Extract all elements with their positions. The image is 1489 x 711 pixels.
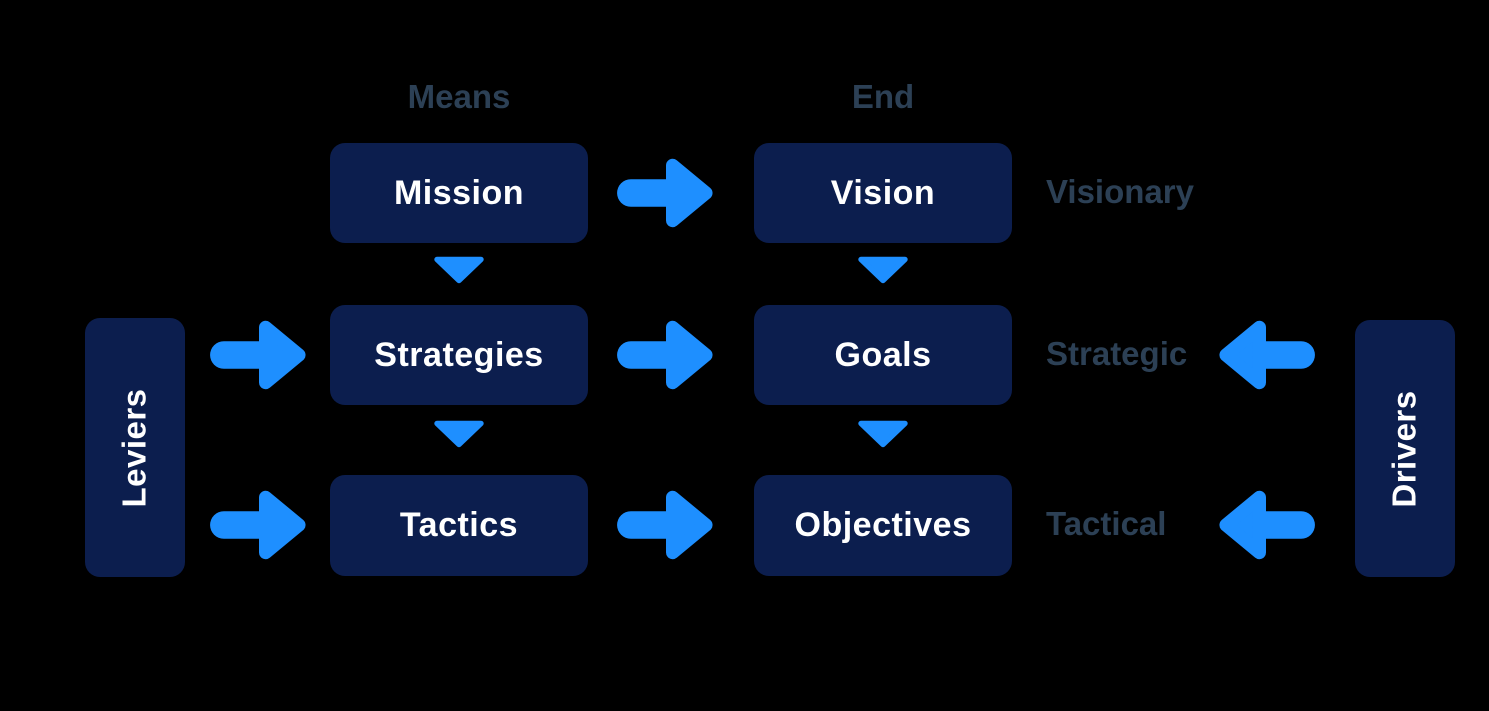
arrow-vision-down — [852, 255, 914, 285]
arrow-right-icon — [210, 490, 306, 560]
box-drivers: Drivers — [1355, 320, 1455, 577]
arrow-drivers-to-objectives — [1212, 487, 1320, 563]
arrow-leviers-to-tactics — [205, 487, 313, 563]
arrow-right-icon — [617, 320, 713, 390]
box-goals-label: Goals — [834, 335, 932, 374]
arrow-strategies-to-goals — [612, 317, 720, 393]
box-goals: Goals — [754, 305, 1012, 405]
box-tactics-label: Tactics — [399, 506, 519, 544]
box-vision: Vision — [754, 143, 1012, 243]
box-mission: Mission — [330, 143, 588, 243]
column-header-means: Means — [407, 78, 511, 115]
arrow-left-icon — [1219, 490, 1315, 560]
box-strategies: Strategies — [330, 305, 588, 405]
arrow-right-icon — [617, 490, 713, 560]
triangle-down-icon — [434, 420, 484, 448]
box-objectives: Objectives — [754, 475, 1012, 576]
arrow-goals-down — [852, 419, 914, 449]
box-mission-label: Mission — [393, 173, 525, 212]
arrow-mission-down — [428, 255, 490, 285]
level-label-visionary: Visionary — [1046, 173, 1194, 210]
arrow-leviers-to-strategies — [205, 317, 313, 393]
arrow-right-icon — [210, 320, 306, 390]
box-drivers-label: Drivers — [1386, 389, 1423, 508]
arrow-mission-to-vision — [612, 155, 720, 231]
box-leviers: Leviers — [85, 318, 185, 577]
box-vision-label: Vision — [830, 173, 936, 212]
box-tactics: Tactics — [330, 475, 588, 576]
triangle-down-icon — [434, 256, 484, 284]
level-label-strategic: Strategic — [1046, 335, 1188, 372]
triangle-down-icon — [858, 256, 908, 284]
arrow-tactics-to-objectives — [612, 487, 720, 563]
box-objectives-label: Objectives — [794, 506, 972, 544]
arrow-drivers-to-goals — [1212, 317, 1320, 393]
box-strategies-label: Strategies — [374, 335, 544, 374]
arrow-left-icon — [1219, 320, 1315, 390]
column-header-end: End — [851, 78, 915, 115]
box-leviers-label: Leviers — [116, 387, 153, 508]
triangle-down-icon — [858, 420, 908, 448]
arrow-strategies-down — [428, 419, 490, 449]
level-label-tactical: Tactical — [1046, 505, 1167, 542]
arrow-right-icon — [617, 158, 713, 228]
